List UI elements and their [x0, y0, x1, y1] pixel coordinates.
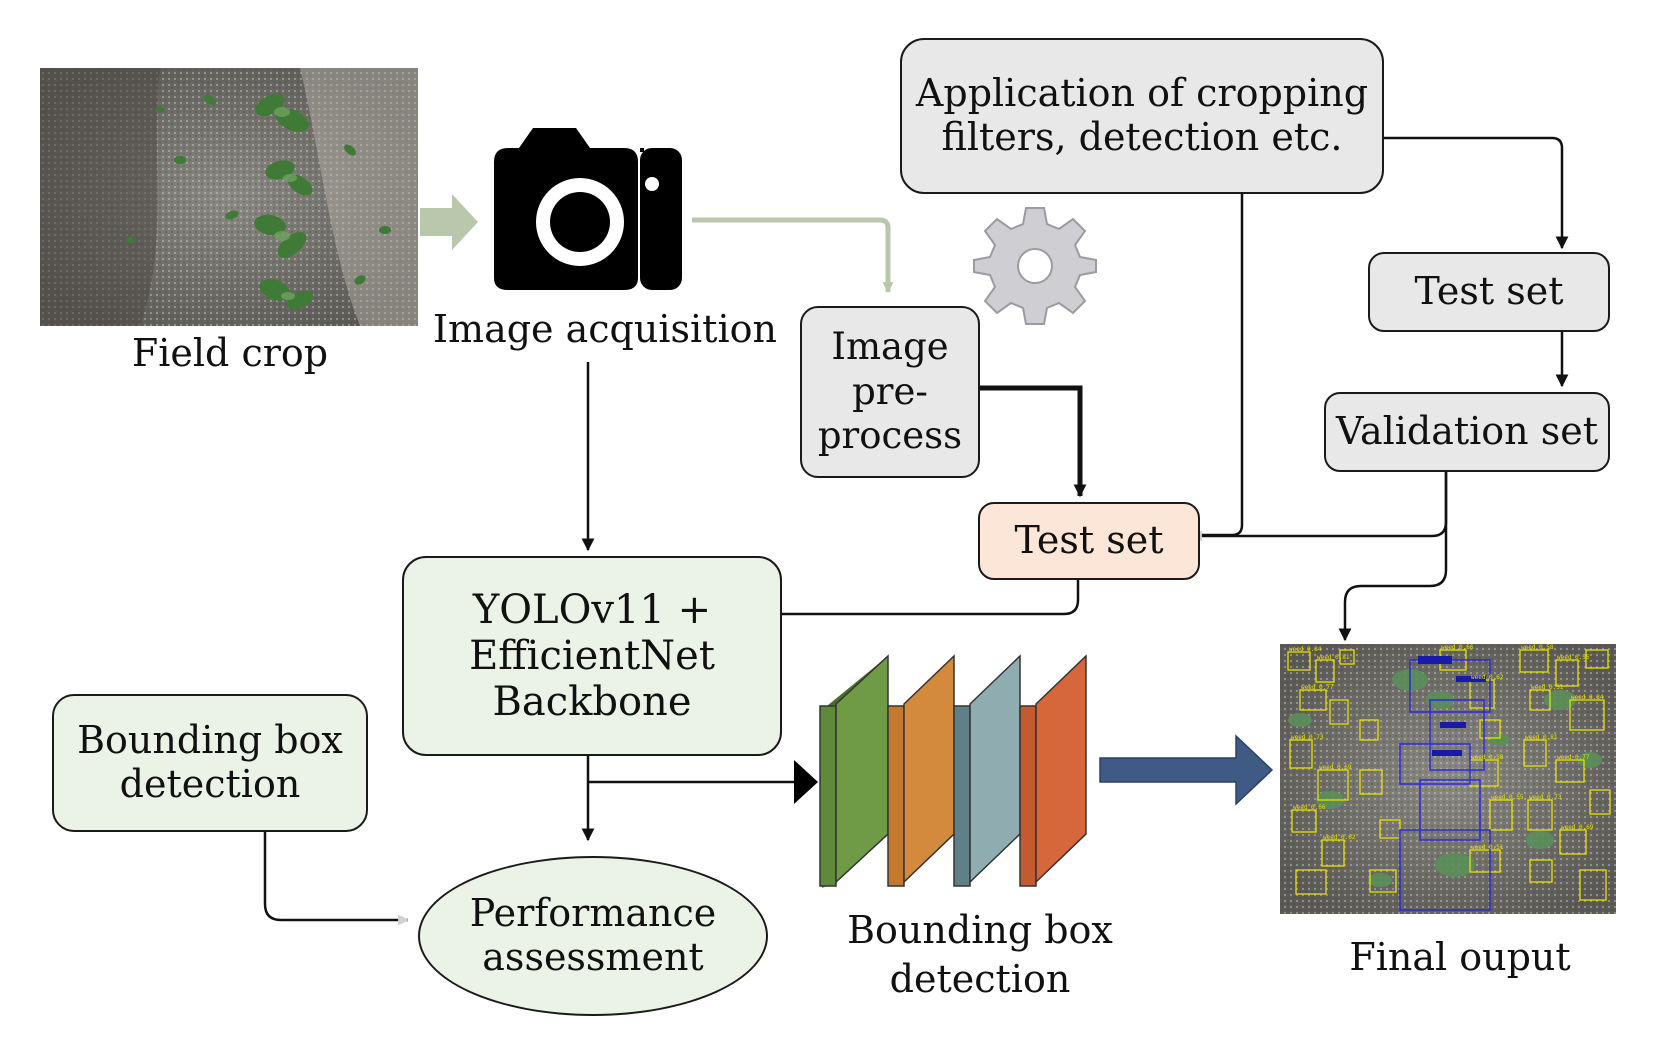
gear-icon: [973, 207, 1097, 325]
arrow-preprocess-to-testset: [972, 385, 1087, 498]
layer-block-orange: [887, 654, 955, 887]
application-box: Application of cropping filters, detecti…: [900, 38, 1384, 194]
arrow-layers-to-final: [1099, 734, 1274, 806]
detection-tag: weed 0.55: [1491, 794, 1524, 801]
arrow-validation-to-final: [1338, 468, 1448, 642]
detection-tag: weed 0.69: [1561, 824, 1594, 831]
detection-tag: weed 0.58: [1521, 644, 1554, 651]
camera-icon: [494, 128, 659, 290]
bbox-detection-caption: Bounding box detection: [847, 908, 1113, 1002]
detection-tag: weed 0.66: [1293, 804, 1326, 811]
layer-stack: [819, 654, 1087, 888]
layer-block-teal: [953, 654, 1021, 887]
camera-body-right: [640, 148, 682, 290]
camera-flash: [645, 177, 659, 191]
detection-tag: weed 0.51: [1531, 684, 1564, 691]
flow-arrow-camera-to-preprocess: [692, 217, 894, 294]
final-output-label: Final ouput: [1349, 935, 1571, 979]
test-set-center-box: Test set: [978, 502, 1200, 580]
bbox-detection-box: Bounding box detection: [52, 694, 368, 832]
arrow-application-to-testset-top: [1370, 136, 1569, 250]
layer-block-red: [1019, 654, 1087, 887]
arrowhead-to-layers: [794, 760, 818, 804]
detection-tag: weed 0.51: [1471, 844, 1504, 851]
detection-tag: weed 0.62: [1323, 834, 1356, 841]
arrow-bbox-to-performance: [263, 826, 410, 926]
field-crop-label: Field crop: [131, 331, 329, 375]
image-acquisition-label: Image acquisition: [433, 307, 777, 351]
test-set-top-box: Test set: [1368, 252, 1610, 332]
flow-arrow-crop-to-camera: [420, 194, 478, 250]
arrow-validation-to-testset: [1190, 468, 1448, 542]
detection-tag: weed 0.58: [1471, 754, 1504, 761]
detection-tag: weed 0.84: [1289, 646, 1322, 653]
detection-tag: weed 0.66: [1441, 644, 1474, 651]
connector-testset-to-yolo: [774, 576, 1080, 616]
detection-tag: weed 0.73: [1529, 794, 1562, 801]
yolo-backbone-box: YOLOv11 + EfficientNet Backbone: [402, 556, 782, 756]
image-preprocess-box: Image pre- process: [800, 306, 980, 478]
detection-tag: weed 0.81: [1317, 654, 1350, 661]
connector-application-to-testset: [1190, 194, 1244, 537]
field-crop-photo: [40, 68, 418, 326]
detection-tag: weed 0.62: [1471, 674, 1504, 681]
detection-tag: weed 0.77: [1301, 684, 1334, 691]
detection-tag: weed 0.73: [1291, 734, 1324, 741]
detection-tag: weed 0.77: [1557, 754, 1590, 761]
detection-tag: weed 0.81: [1525, 734, 1558, 741]
detection-tag: weed 0.69: [1319, 764, 1352, 771]
detection-tag: weed 0.55: [1557, 654, 1590, 661]
detection-tag: weed 0.84: [1571, 694, 1604, 701]
layer-block-green: [819, 654, 889, 888]
performance-ellipse: Performance assessment: [418, 856, 768, 1016]
validation-set-box: Validation set: [1324, 392, 1610, 472]
